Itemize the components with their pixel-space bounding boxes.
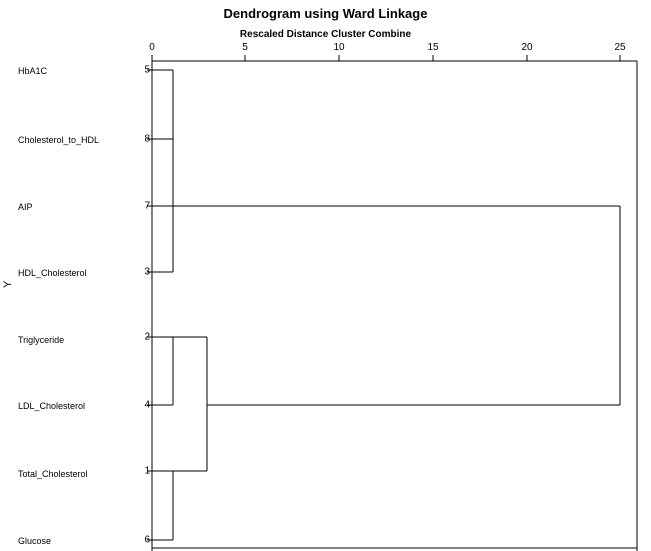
chart-subtitle: Rescaled Distance Cluster Combine: [239, 29, 412, 40]
x-tick-label-5: 5: [242, 42, 248, 53]
chart-title: Dendrogram using Ward Linkage: [223, 6, 428, 21]
leaf-label-glucose: Glucose: [18, 536, 52, 546]
leaf-label-hdl-cholesterol: HDL_Cholesterol: [18, 268, 87, 278]
leaf-label-total-cholesterol: Total_Cholesterol: [18, 469, 88, 479]
leaf-label-ldl-cholesterol: LDL_Cholesterol: [18, 401, 86, 411]
leaf-label-hba1c: HbA1C: [18, 66, 48, 76]
leaf-label-aip: AIP: [18, 202, 33, 212]
x-tick-label-0: 0: [149, 42, 155, 53]
x-tick-label-20: 20: [521, 42, 533, 53]
link-root: [207, 206, 621, 406]
x-tick-label-15: 15: [427, 42, 439, 53]
link-hba1c-cholesterol-to-hdl: [152, 69, 174, 140]
leaf-label-triglyceride: Triglyceride: [18, 335, 65, 345]
link-m1-hdl-cholesterol: [152, 104, 174, 273]
link-triglyceride-ldl-cholesterol: [152, 336, 174, 406]
link-total-cholesterol-glucose: [152, 470, 174, 541]
leaf-label-cholesterol-to-hdl: Cholesterol_to_HDL: [18, 135, 100, 145]
x-tick-label-25: 25: [614, 42, 626, 53]
link-m3-m4: [173, 336, 208, 472]
x-tick-label-10: 10: [333, 42, 345, 53]
